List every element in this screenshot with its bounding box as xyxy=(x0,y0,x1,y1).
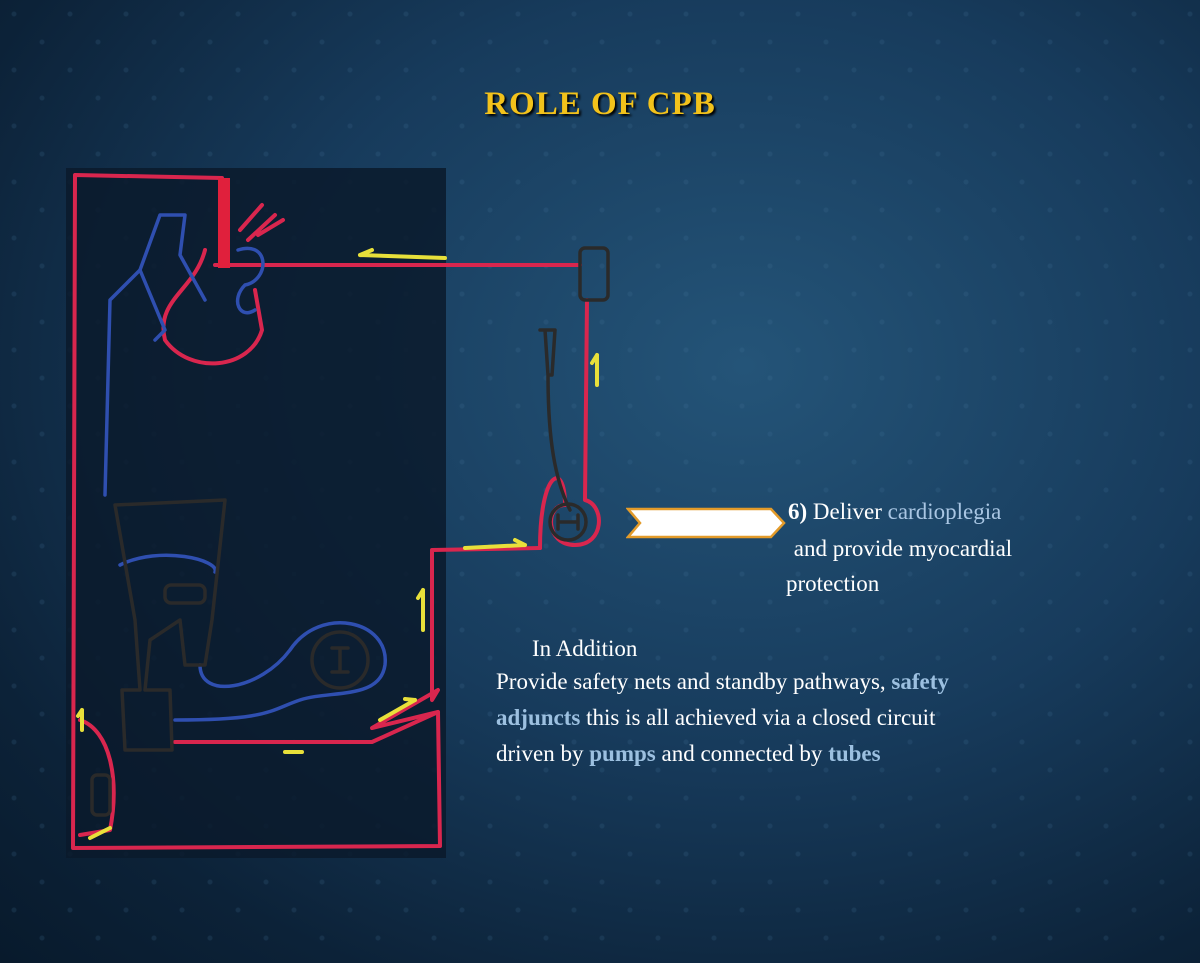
in-addition-paragraph: Provide safety nets and standby pathways… xyxy=(496,669,949,766)
venous-line xyxy=(103,213,387,722)
slide-title: ROLE OF CPB xyxy=(484,86,716,122)
pointer-arrow-icon xyxy=(626,507,786,539)
item-6-line1: 6) Deliver cardioplegia xyxy=(788,499,1002,524)
highlight-cardioplegia: cardioplegia xyxy=(887,499,1002,524)
in-addition-heading: In Addition xyxy=(532,636,638,661)
oxygenator-reservoir xyxy=(90,246,610,817)
flow-arrow-icons xyxy=(76,248,599,840)
item-6-line3: protection xyxy=(786,571,880,596)
item-6-line2: and provide myocardial xyxy=(788,536,1013,561)
